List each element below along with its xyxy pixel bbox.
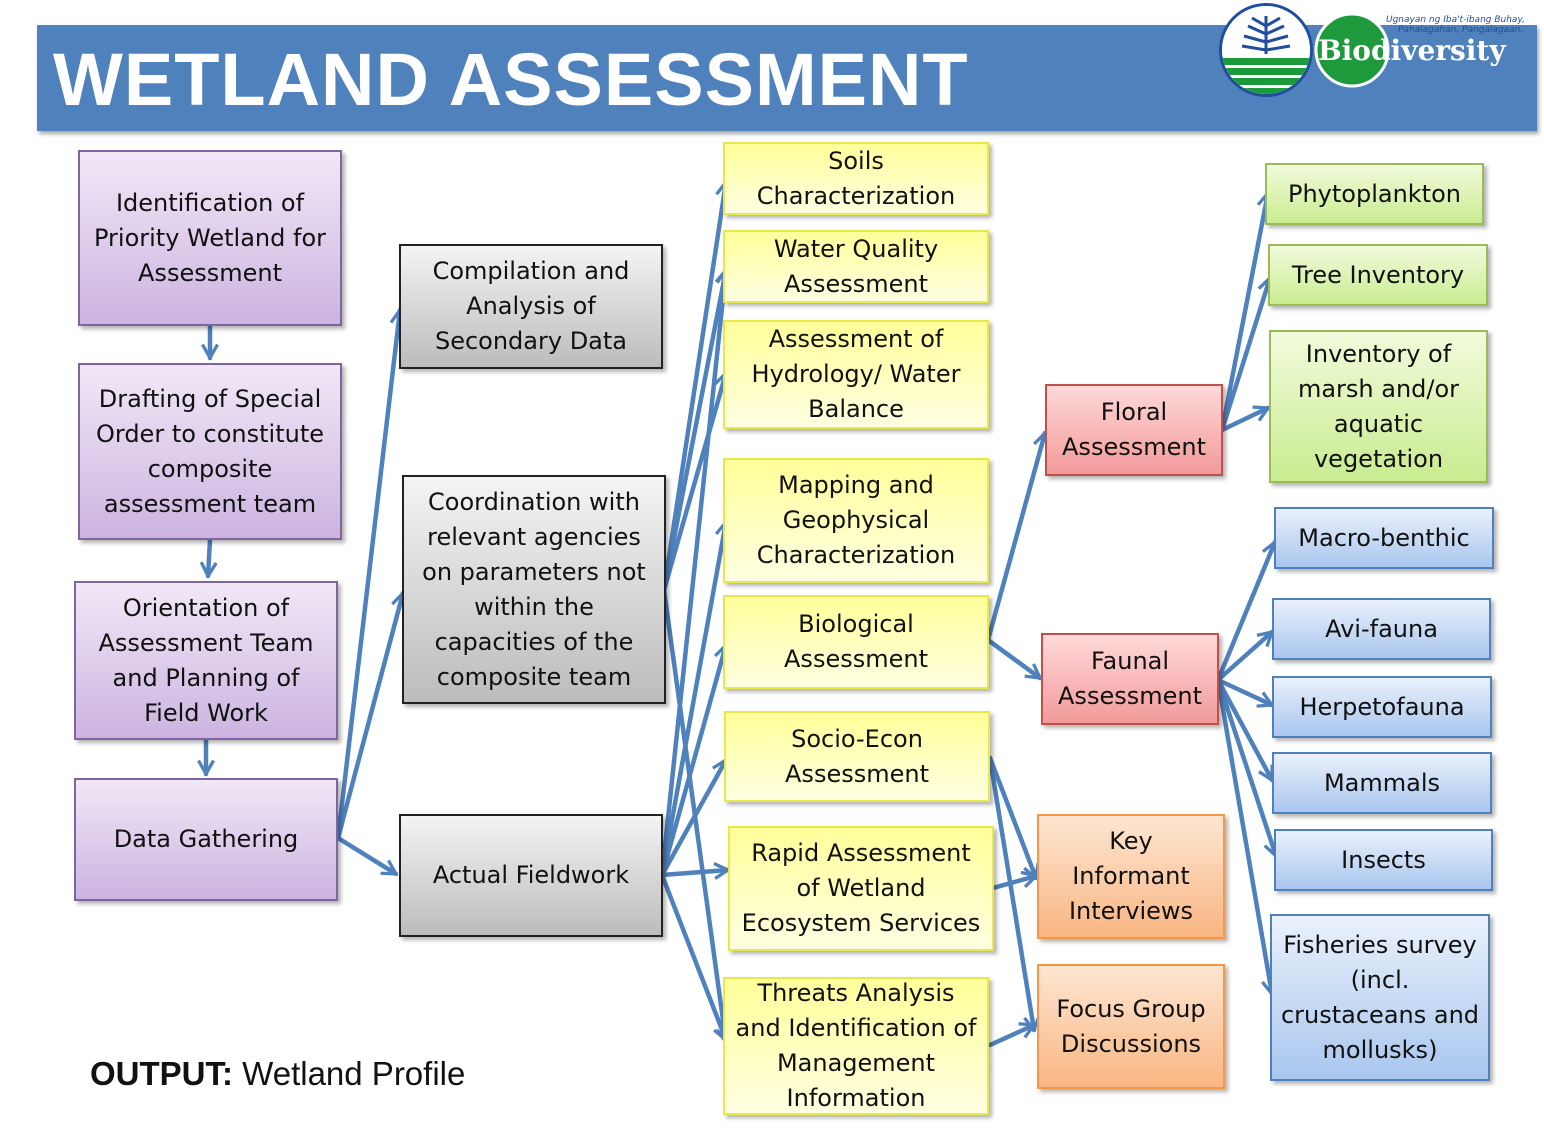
drafting-step-label: Drafting of Special Order to constitute … (95, 384, 325, 518)
floral-assessment-label: Floral Assessment (1062, 398, 1206, 461)
rapid-assessment-box: Rapid Assessment of Wetland Ecosystem Se… (728, 826, 994, 951)
coordination-box: Coordination with relevant agencies on p… (402, 475, 666, 704)
insects-label: Insects (1341, 845, 1426, 874)
kii-box: Key Informant Interviews (1037, 814, 1225, 939)
soils-box: Soils Characterization (723, 142, 989, 215)
rapid-assessment-label: Rapid Assessment of Wetland Ecosystem Se… (741, 839, 981, 937)
insects-box: Insects (1274, 829, 1493, 891)
page-title: WETLAND ASSESSMENT (53, 38, 969, 121)
fieldwork-box: Actual Fieldwork (399, 814, 663, 937)
fgd-label: Focus Group Discussions (1056, 994, 1206, 1058)
svg-text:Ugnayan ng Iba't-ibang Buhay,: Ugnayan ng Iba't-ibang Buhay, (1386, 15, 1525, 25)
floral-assessment-box: Floral Assessment (1045, 384, 1223, 476)
phytoplankton-label: Phytoplankton (1287, 179, 1461, 208)
compilation-label: Compilation and Analysis of Secondary Da… (432, 257, 630, 355)
mammals-box: Mammals (1272, 752, 1492, 814)
marsh-vegetation-box: Inventory of marsh and/or aquatic vegeta… (1269, 330, 1488, 483)
biodiversity-logo-text: Biodiversity (1318, 34, 1506, 67)
output-label: OUTPUT: (90, 1055, 233, 1092)
drafting-step-box: Drafting of Special Order to constitute … (78, 363, 342, 540)
marsh-vegetation-label: Inventory of marsh and/or aquatic vegeta… (1297, 339, 1460, 473)
threats-label: Threats Analysis and Identification of M… (735, 979, 977, 1112)
faunal-assessment-box: Faunal Assessment (1041, 633, 1219, 725)
output-line: OUTPUT: Wetland Profile (90, 1055, 465, 1093)
fieldwork-label: Actual Fieldwork (432, 861, 630, 889)
mammals-label: Mammals (1323, 768, 1441, 797)
fisheries-label: Fisheries survey (incl. crustaceans and … (1280, 930, 1480, 1064)
compilation-box: Compilation and Analysis of Secondary Da… (399, 244, 663, 369)
kii-label: Key Informant Interviews (1068, 827, 1194, 925)
denr-seal-logo (1219, 3, 1313, 97)
tree-inventory-label: Tree Inventory (1291, 260, 1465, 289)
faunal-assessment-label: Faunal Assessment (1058, 647, 1202, 710)
phytoplankton-box: Phytoplankton (1265, 163, 1484, 225)
socio-econ-box: Socio-Econ Assessment (724, 711, 990, 802)
soils-label: Soils Characterization (756, 146, 956, 210)
hydrology-label: Assessment of Hydrology/ Water Balance (751, 325, 961, 423)
biological-box: Biological Assessment (723, 595, 989, 689)
data-gathering-step-label: Data Gathering (113, 825, 299, 853)
herpetofauna-box: Herpetofauna (1272, 676, 1492, 738)
herpetofauna-label: Herpetofauna (1299, 692, 1465, 721)
macro-benthic-label: Macro-benthic (1298, 523, 1470, 552)
orientation-step-box: Orientation of Assessment Team and Plann… (74, 581, 338, 740)
avi-fauna-label: Avi-fauna (1325, 614, 1438, 643)
avi-fauna-box: Avi-fauna (1272, 598, 1491, 660)
biodiversity-logo: Biodiversity Ugnayan ng Iba't-ibang Buha… (1314, 10, 1532, 88)
fgd-box: Focus Group Discussions (1037, 964, 1225, 1089)
mapping-box: Mapping and Geophysical Characterization (723, 458, 989, 583)
svg-text:Pahalagahan, Pangalagaan.: Pahalagahan, Pangalagaan. (1398, 25, 1523, 35)
orientation-step-label: Orientation of Assessment Team and Plann… (98, 593, 314, 727)
water-quality-label: Water Quality Assessment (773, 234, 939, 298)
identification-step-label: Identification of Priority Wetland for A… (94, 188, 326, 287)
macro-benthic-box: Macro-benthic (1274, 507, 1494, 569)
tree-inventory-box: Tree Inventory (1268, 244, 1488, 306)
fisheries-box: Fisheries survey (incl. crustaceans and … (1270, 914, 1490, 1081)
water-quality-box: Water Quality Assessment (723, 230, 989, 303)
hydrology-box: Assessment of Hydrology/ Water Balance (723, 320, 989, 429)
socio-econ-label: Socio-Econ Assessment (785, 724, 929, 788)
threats-box: Threats Analysis and Identification of M… (723, 977, 989, 1115)
biological-label: Biological Assessment (784, 610, 928, 673)
data-gathering-step-box: Data Gathering (74, 778, 338, 901)
mapping-label: Mapping and Geophysical Characterization (756, 471, 956, 569)
output-value: Wetland Profile (242, 1055, 466, 1092)
coordination-label: Coordination with relevant agencies on p… (422, 487, 646, 691)
identification-step-box: Identification of Priority Wetland for A… (78, 150, 342, 326)
